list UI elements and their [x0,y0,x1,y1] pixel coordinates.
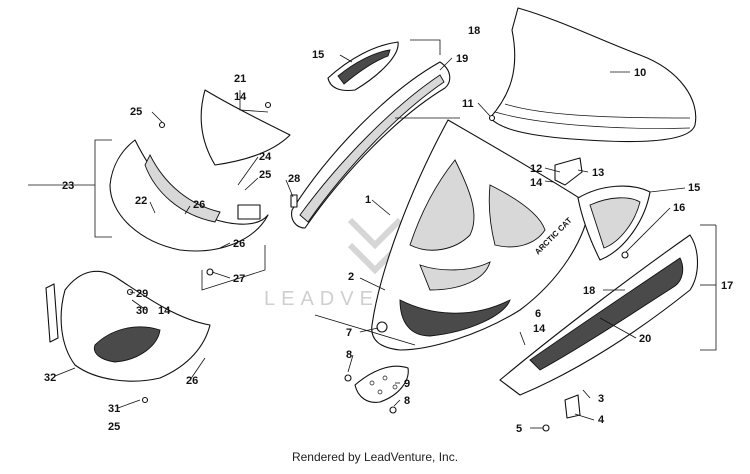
front-nose-upper [109,139,269,252]
callout-3: 3 [598,393,604,405]
callout-18-left: 18 [468,25,480,37]
callout-21: 21 [234,73,246,85]
callout-9: 9 [404,378,410,390]
right-vent [577,185,651,261]
hardware [126,101,629,432]
callout-24: 24 [259,151,272,163]
callout-11: 11 [462,98,474,110]
callout-6: 6 [535,308,541,320]
callout-labels: 10 11 12 13 14 15 16 17 18 20 6 14 3 4 5… [44,25,733,435]
skid-plate [354,365,409,403]
right-side-panel [499,234,699,396]
callout-2: 2 [348,271,354,283]
leader-lines [28,54,716,429]
left-trim-rail [291,61,451,229]
callout-12: 12 [530,163,542,175]
callout-1: 1 [365,194,371,206]
hood: ARCTIC CAT [371,119,591,351]
callout-16: 16 [673,202,685,214]
callout-30: 30 [136,305,148,317]
callout-29: 29 [136,288,148,300]
callout-25-bottom: 25 [108,421,120,433]
callout-27: 27 [233,273,245,285]
callout-4: 4 [598,414,605,426]
footer-credit: Rendered by LeadVenture, Inc. [291,450,459,464]
bracket-lines [94,39,717,351]
callout-5: 5 [516,423,522,435]
callout-8-top: 8 [346,349,352,361]
callout-8-bottom: 8 [404,395,410,407]
headlight-cover [200,89,291,166]
callout-25-top: 25 [130,106,142,118]
callout-14-bumper: 14 [158,305,171,317]
windshield [489,7,697,143]
callout-14-panel: 14 [533,323,546,335]
callout-7: 7 [346,327,352,339]
callout-17: 17 [721,280,733,292]
callout-25-mid: 25 [259,169,271,181]
callout-22: 22 [135,195,147,207]
callout-14-bracket: 14 [530,177,543,189]
callout-23: 23 [62,180,74,192]
callout-31: 31 [108,403,120,415]
callout-18-right: 18 [583,285,595,297]
callout-32: 32 [44,372,56,384]
left-vent [327,41,399,92]
callout-20: 20 [639,333,651,345]
callout-15-right: 15 [688,182,700,194]
callout-19: 19 [456,53,468,65]
callout-26-upper: 26 [193,199,205,211]
callout-26-mid: 26 [233,238,245,250]
callout-15-left: 15 [312,49,324,61]
callout-10: 10 [634,67,646,79]
callout-26-lower: 26 [186,375,198,387]
lower-bumper [45,270,211,382]
callout-28: 28 [288,173,300,185]
callout-14-headlight: 14 [234,91,247,103]
callout-13: 13 [592,167,604,179]
